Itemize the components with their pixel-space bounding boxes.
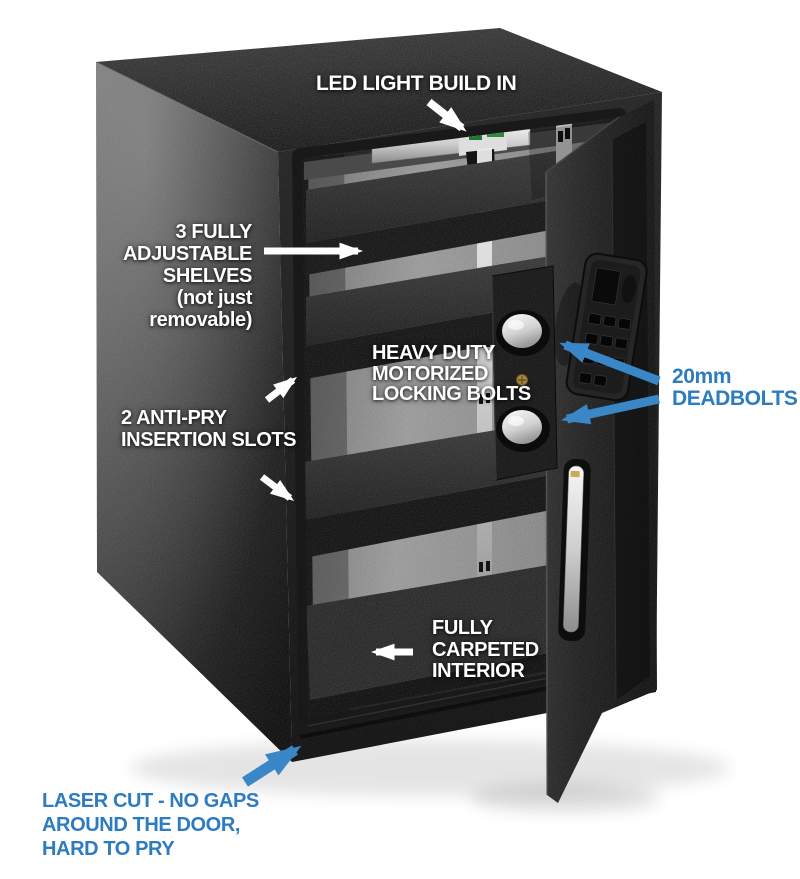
arrow-anti-pry-bottom	[259, 474, 295, 502]
deadbolt-bottom	[496, 406, 550, 452]
shelf-1	[306, 151, 556, 275]
ground-shadow	[130, 740, 730, 812]
arrow-anti-pry-top	[264, 376, 298, 403]
arrow-deadbolt-top	[559, 340, 661, 386]
keypad-display	[591, 267, 621, 306]
bolt-plate	[491, 265, 558, 481]
arrow-led-light	[426, 98, 467, 132]
keypad	[554, 252, 648, 402]
deadbolt-top	[496, 310, 550, 356]
arrow-deadbolt-bottom	[560, 394, 660, 425]
shelf-3	[304, 420, 556, 558]
door-handle	[558, 458, 591, 642]
safe-top-face	[95, 28, 662, 153]
brass-screw	[516, 374, 528, 386]
safe-left-face	[96, 62, 292, 762]
safe-floor	[306, 556, 616, 716]
safe-door	[545, 100, 657, 803]
arrow-laser-cut	[242, 745, 302, 787]
